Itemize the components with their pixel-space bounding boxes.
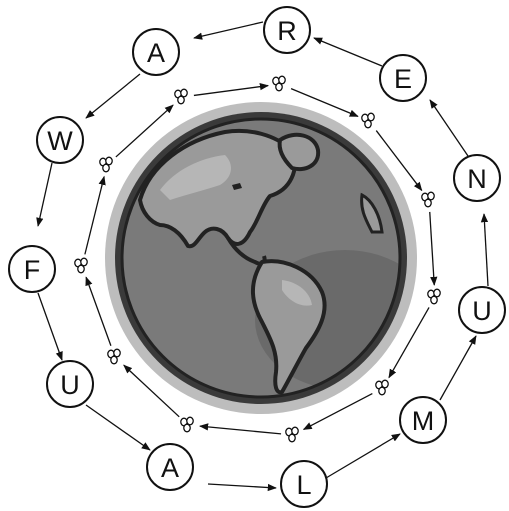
footprints-icon — [286, 427, 298, 442]
trail-arrow — [194, 86, 268, 96]
letter-label: F — [24, 255, 41, 285]
ring-arrow — [86, 405, 150, 450]
letter-node-u-right: U — [459, 287, 505, 333]
letter-label: M — [412, 406, 435, 436]
letter-label: A — [161, 453, 179, 483]
letter-label: R — [277, 16, 297, 46]
trail-arrow — [430, 212, 435, 285]
letter-label: A — [147, 38, 165, 68]
trail-arrow — [200, 426, 281, 434]
ring-arrow — [208, 484, 276, 488]
ring-arrow — [86, 74, 140, 118]
letter-label: L — [296, 470, 311, 500]
trail-arrow — [85, 177, 104, 255]
ring-arrow — [440, 336, 476, 400]
letter-label: W — [47, 126, 73, 156]
footprints-icon — [175, 89, 187, 104]
footprints-icon — [422, 192, 434, 207]
footprints-icon — [181, 417, 193, 432]
footprints-icon — [273, 76, 285, 91]
letter-node-e: E — [380, 55, 426, 101]
letter-label: U — [60, 370, 80, 400]
globe-icon — [105, 102, 435, 414]
letter-node-a-bottom: A — [147, 444, 193, 490]
ring-arrow — [38, 163, 52, 226]
ring-arrow — [326, 434, 400, 478]
letter-node-f: F — [9, 246, 55, 292]
letter-node-a-top: A — [133, 29, 179, 75]
footprints-icon — [108, 349, 120, 364]
letter-label: N — [467, 164, 487, 194]
ring-arrow — [194, 22, 263, 38]
footprints-icon — [100, 157, 112, 172]
footprints-icon — [75, 258, 87, 273]
trail-arrow — [86, 277, 111, 345]
footprints-icon — [428, 289, 440, 304]
ring-arrow — [38, 293, 62, 360]
letter-node-u-left: U — [47, 361, 93, 407]
letter-label: E — [394, 64, 412, 94]
ring-arrow — [484, 214, 488, 286]
footprints-icon — [376, 380, 388, 395]
footprints-icon — [362, 113, 374, 128]
letter-node-r: R — [264, 7, 310, 53]
letter-node-m: M — [400, 397, 446, 443]
ring-arrow — [314, 38, 382, 66]
letter-label: U — [472, 296, 492, 326]
ring-arrow — [430, 100, 468, 156]
letter-node-l: L — [281, 461, 327, 507]
letter-node-n: N — [454, 155, 500, 201]
letter-node-w: W — [37, 117, 83, 163]
